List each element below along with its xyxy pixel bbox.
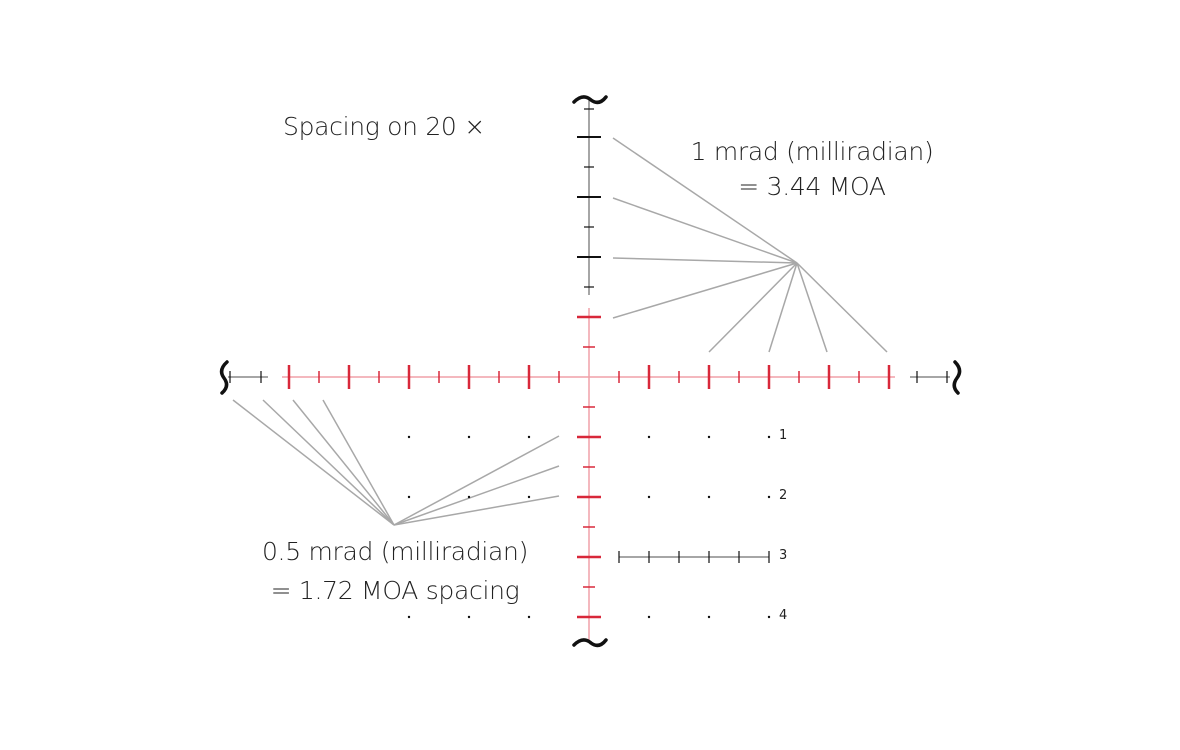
leader-lines [232, 137, 888, 526]
leader-line-half-mrad [232, 399, 395, 526]
leader-line-half-mrad [292, 399, 395, 526]
holdover-dot [467, 435, 471, 439]
leader-line-half-mrad [262, 399, 395, 526]
leader-line-1mrad [796, 262, 888, 353]
holdover-dot [767, 495, 771, 499]
leader-line-1mrad [708, 262, 798, 353]
upper-annotation-line1: 1 mrad (milliradian) [690, 137, 934, 166]
leader-line-1mrad [768, 262, 798, 353]
holdover-dot [707, 495, 711, 499]
lower-annotation-line2: = 1.72 MOA spacing [270, 576, 520, 605]
holdover-dots [407, 435, 771, 619]
break-bottom-icon [572, 638, 608, 648]
break-top-icon [572, 95, 608, 105]
holdover-dot [707, 615, 711, 619]
holdover-dot [407, 615, 411, 619]
row-label-1: 1 [779, 428, 788, 443]
leader-line-half-mrad [322, 399, 395, 526]
holdover-dot [767, 615, 771, 619]
break-right-icon [952, 360, 962, 395]
holdover-dot [467, 495, 471, 499]
holdover-dot [527, 495, 531, 499]
row-label-4: 4 [779, 608, 788, 623]
holdover-dot [647, 615, 651, 619]
holdover-dot [707, 435, 711, 439]
holdover-dot [767, 435, 771, 439]
holdover-dot [407, 435, 411, 439]
holdover-dot [647, 435, 651, 439]
upper-annotation-line2: = 3.44 MOA [738, 172, 886, 201]
title-label: Spacing on 20 × [283, 112, 485, 141]
break-symbols [219, 95, 962, 648]
leader-line-1mrad [612, 262, 798, 319]
break-left-icon [219, 360, 229, 395]
row-label-3: 3 [779, 548, 788, 563]
leader-line-1mrad [796, 262, 828, 353]
lower-annotation-line1: 0.5 mrad (milliradian) [261, 537, 529, 566]
holdover-dot [407, 495, 411, 499]
holdover-dot [647, 495, 651, 499]
holdover-dot [527, 435, 531, 439]
leader-line-1mrad [612, 137, 798, 264]
leader-line-1mrad [612, 257, 798, 264]
holdover-dot [527, 615, 531, 619]
leader-line-half-mrad [393, 435, 560, 526]
leader-line-1mrad [612, 197, 798, 264]
reticle-ticks [229, 108, 948, 619]
row-label-2: 2 [779, 488, 788, 503]
leader-line-half-mrad [393, 465, 560, 526]
leader-line-half-mrad [393, 495, 560, 526]
holdover-dot [467, 615, 471, 619]
